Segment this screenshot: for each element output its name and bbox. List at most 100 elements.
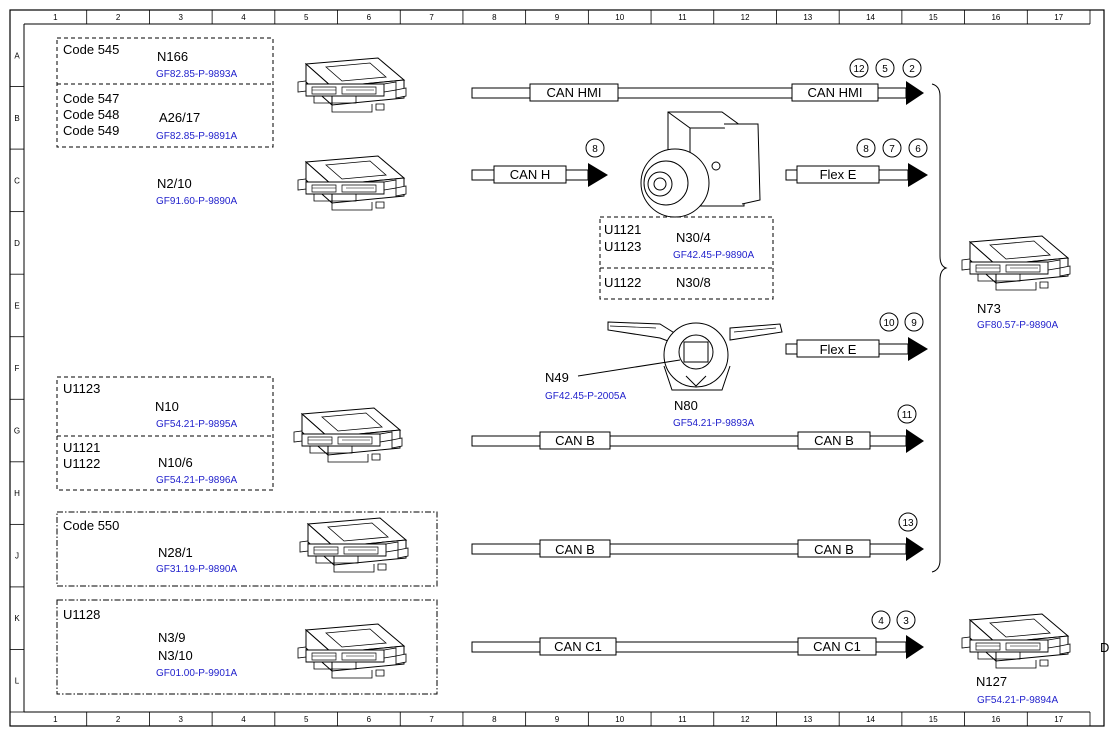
column-number: 2 <box>116 13 121 22</box>
group-box-3: Code 550 N28/1 GF31.19-P-9890A <box>56 511 438 587</box>
markers-can-c1: 4 3 <box>871 610 916 630</box>
edge-label: D <box>1100 640 1109 655</box>
column-number: 8 <box>492 715 497 724</box>
row-letter: D <box>14 239 20 248</box>
steering-column-module-n80-icon <box>607 321 783 391</box>
column-number: 11 <box>678 715 687 724</box>
row-letter: G <box>14 427 20 436</box>
ecu-n127-icon <box>961 613 1071 669</box>
column-number: 4 <box>241 715 246 724</box>
column-number: 17 <box>1054 715 1063 724</box>
column-number: 15 <box>929 13 938 22</box>
row-letter: E <box>14 301 19 310</box>
module-box-n30: U1121 U1123 N30/4 GF42.45-P-9890A U1122 … <box>599 216 774 300</box>
ref-link-n2-10[interactable]: GF91.60-P-9890A <box>156 196 237 207</box>
ref-link-n30-4[interactable]: GF42.45-P-9890A <box>673 250 754 261</box>
markers-can-b-1: 11 <box>897 404 917 424</box>
marker-number: 11 <box>902 410 913 421</box>
frame: 1122334455667788991010111112121313141415… <box>9 9 1105 727</box>
component-n2-10: N2/10 GF91.60-P-9890A <box>156 176 237 207</box>
markers-hmi: 12 5 2 <box>849 58 922 78</box>
column-number: 1 <box>53 715 58 724</box>
column-number: 13 <box>803 13 812 22</box>
bus-label: CAN HMI <box>808 85 863 100</box>
column-number: 7 <box>429 13 434 22</box>
column-number: 5 <box>304 13 309 22</box>
column-number: 13 <box>803 715 812 724</box>
marker-number: 4 <box>878 616 884 627</box>
ref-link-n49[interactable]: GF42.45-P-2005A <box>545 391 626 402</box>
column-number: 11 <box>678 13 687 22</box>
row-letter: F <box>15 364 20 373</box>
markers-can-h: 8 <box>585 138 605 158</box>
bus-can-b-2: CAN B CAN B <box>471 537 924 561</box>
ref-link-n80[interactable]: GF54.21-P-9893A <box>673 418 754 429</box>
ecu-n10-icon <box>293 407 403 463</box>
component-label-n166: N166 <box>157 49 188 64</box>
code-label: Code 545 <box>63 42 119 57</box>
row-letter: H <box>14 489 20 498</box>
component-label-n30-4: N30/4 <box>676 230 711 245</box>
row-letter: A <box>14 51 20 60</box>
ref-link-n28-1[interactable]: GF31.19-P-9890A <box>156 564 237 575</box>
column-number: 3 <box>179 715 184 724</box>
ref-link-n10[interactable]: GF54.21-P-9895A <box>156 419 237 430</box>
column-number: 1 <box>53 13 58 22</box>
bus-flex-e-2: Flex E <box>785 337 928 361</box>
row-letter: C <box>14 176 20 185</box>
component-label-n10-6: N10/6 <box>158 455 193 470</box>
marker-number: 8 <box>863 144 869 155</box>
column-number: 9 <box>555 715 560 724</box>
component-label-n3-10: N3/10 <box>158 648 193 663</box>
column-number: 17 <box>1054 13 1063 22</box>
component-label-n80: N80 <box>674 398 698 413</box>
bus-label: CAN H <box>510 167 550 182</box>
bus-label: CAN B <box>555 542 595 557</box>
marker-number: 9 <box>911 318 917 329</box>
bus-brace <box>931 83 948 573</box>
ecu-n28-1-icon <box>299 517 409 573</box>
column-number: 15 <box>929 715 938 724</box>
code-label: U1123 <box>63 381 100 396</box>
bus-label: CAN B <box>555 433 595 448</box>
code-label: U1123 <box>604 239 641 254</box>
column-number: 16 <box>991 715 1000 724</box>
marker-number: 10 <box>883 318 895 329</box>
marker-number: 5 <box>882 64 888 75</box>
column-number: 14 <box>866 13 875 22</box>
bus-label: Flex E <box>820 342 857 357</box>
column-number: 3 <box>179 13 184 22</box>
ref-link-n3-10[interactable]: GF01.00-P-9901A <box>156 668 237 679</box>
ref-link-a26-17[interactable]: GF82.85-P-9891A <box>156 131 237 142</box>
markers-can-b-2: 13 <box>898 512 918 532</box>
column-number: 10 <box>615 715 624 724</box>
column-number: 10 <box>615 13 624 22</box>
row-letter: K <box>14 614 20 623</box>
code-label: Code 550 <box>63 518 119 533</box>
ecu-n73-icon <box>961 235 1071 291</box>
bus-can-h: CAN H <box>471 163 608 187</box>
column-number: 8 <box>492 13 497 22</box>
ref-link-n127[interactable]: GF54.21-P-9894A <box>977 695 1058 706</box>
ref-link-n166[interactable]: GF82.85-P-9893A <box>156 69 237 80</box>
code-label: U1122 <box>604 275 641 290</box>
bus-can-hmi: CAN HMI CAN HMI <box>471 81 924 105</box>
column-number: 14 <box>866 715 875 724</box>
bus-label: CAN B <box>814 433 854 448</box>
marker-number: 3 <box>903 616 909 627</box>
row-letter: J <box>15 552 19 561</box>
row-letter: L <box>15 677 20 686</box>
component-n80: N80 GF54.21-P-9893A <box>673 398 754 429</box>
ref-link-n10-6[interactable]: GF54.21-P-9896A <box>156 475 237 486</box>
component-label-n3-9: N3/9 <box>158 630 185 645</box>
ecu-n166-icon <box>297 57 407 113</box>
row-letter: B <box>14 114 19 123</box>
column-number: 2 <box>116 715 121 724</box>
markers-flex-e-2: 10 9 <box>879 312 924 332</box>
component-n49: N49 GF42.45-P-2005A <box>545 359 681 402</box>
group-box-4: U1128 N3/9 N3/10 GF01.00-P-9901A <box>56 599 438 695</box>
ref-link-n73[interactable]: GF80.57-P-9890A <box>977 320 1058 331</box>
component-label-n28-1: N28/1 <box>158 545 193 560</box>
component-label-n73: N73 <box>977 301 1001 316</box>
